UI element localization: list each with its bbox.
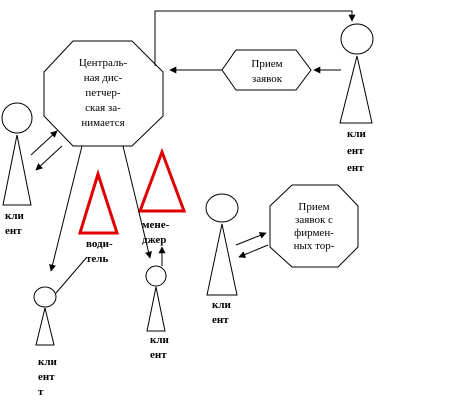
central-dispatch-line-4: ская за- bbox=[85, 102, 121, 114]
arrow-dispatch-to-client-bottom-mid bbox=[122, 145, 152, 259]
reception-node: Прием заявок bbox=[221, 49, 312, 91]
arrow-reception-firms-to-client bbox=[238, 244, 269, 258]
client-right-mid-line-2: ент bbox=[212, 314, 229, 326]
manager-warning-triangle bbox=[137, 147, 187, 213]
manager-label-line-1: мене- bbox=[142, 219, 170, 231]
client-right-mid: кли ент bbox=[205, 193, 239, 326]
reception-line-1: Прием bbox=[251, 58, 282, 70]
client-bottom-left: кли ент т bbox=[33, 286, 58, 398]
reception-firms-line-4: ных тор- bbox=[294, 240, 335, 252]
client-left-line-2: ент bbox=[5, 225, 22, 237]
client-left-head bbox=[1, 102, 33, 134]
driver-label-line-1: води- bbox=[86, 238, 113, 250]
arrow-dispatch-to-client-bottom-left bbox=[49, 145, 83, 272]
arrow-dispatch-to-client-left bbox=[35, 145, 63, 171]
client-bottom-left-head bbox=[33, 286, 57, 308]
reception-firms-line-2: заявок с bbox=[295, 214, 333, 226]
client-bottom-mid-line-2: ент bbox=[150, 349, 167, 361]
reception-line-2: заявок bbox=[252, 73, 283, 85]
client-right-top-line-1: кли bbox=[347, 128, 367, 140]
client-bottom-left-body bbox=[35, 307, 55, 346]
driver-label-line-2: тель bbox=[86, 253, 108, 265]
manager-label-line-2: джер bbox=[142, 234, 166, 246]
arrow-client-to-reception-firms bbox=[235, 232, 267, 246]
client-right-top-line-2: ент bbox=[347, 145, 364, 157]
driver-warning-triangle bbox=[77, 168, 120, 235]
client-bottom-left-line-1: кли bbox=[38, 356, 58, 368]
client-bottom-mid-line-1: кли bbox=[150, 334, 170, 346]
link-driver-to-client bbox=[55, 256, 88, 294]
client-right-mid-line-1: кли bbox=[212, 299, 232, 311]
client-left: кли ент bbox=[1, 102, 33, 237]
arrow-client-left-to-dispatch bbox=[30, 130, 58, 156]
central-dispatch-line-1: Централь- bbox=[79, 57, 128, 69]
client-right-mid-body bbox=[206, 223, 238, 296]
client-bottom-mid: кли ент bbox=[145, 265, 170, 361]
client-right-top-head bbox=[340, 23, 374, 55]
client-left-line-1: кли bbox=[5, 210, 25, 222]
reception-firms-node: Прием заявок с фирмен- ных тор- bbox=[269, 184, 359, 268]
arrow-dispatch-to-client-right-top bbox=[154, 10, 356, 66]
reception-firms-line-1: Прием bbox=[298, 201, 329, 213]
client-right-mid-head bbox=[205, 193, 239, 223]
client-left-body bbox=[2, 134, 32, 206]
client-bottom-left-line-2: ент bbox=[38, 371, 55, 383]
client-right-top: кли ент ент bbox=[339, 23, 374, 174]
client-bottom-mid-head bbox=[145, 265, 167, 287]
central-dispatch-line-3: петчер- bbox=[85, 87, 120, 99]
client-bottom-mid-body bbox=[146, 286, 166, 332]
client-right-top-line-3: ент bbox=[347, 162, 364, 174]
client-bottom-left-line-3: т bbox=[38, 386, 44, 398]
central-dispatch-node: Централь- ная дис- петчер- ская за- нима… bbox=[43, 40, 164, 147]
central-dispatch-line-5: нимается bbox=[81, 117, 124, 129]
client-right-top-body bbox=[339, 55, 373, 124]
central-dispatch-line-2: ная дис- bbox=[84, 72, 123, 84]
reception-firms-line-3: фирмен- bbox=[294, 227, 334, 239]
